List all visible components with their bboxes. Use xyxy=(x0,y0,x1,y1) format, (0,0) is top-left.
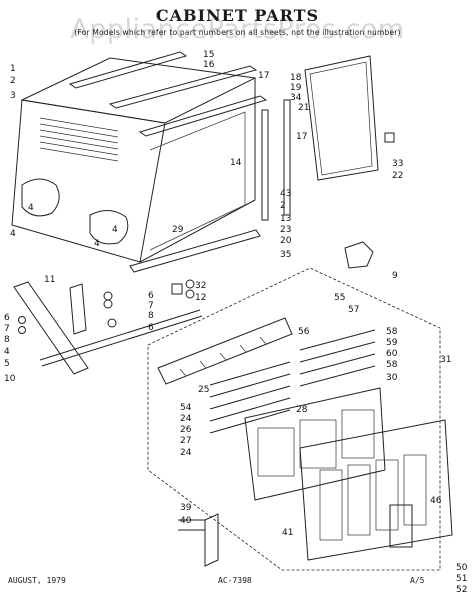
callout-label: 31 xyxy=(440,355,451,365)
callout-label: 17 xyxy=(296,132,307,142)
callout-label: 13 xyxy=(280,214,291,224)
callout-label: 14 xyxy=(230,158,242,168)
callout-label: 18 xyxy=(290,73,302,83)
footer-code: AC-7398 xyxy=(218,576,252,585)
callout-label: 20 xyxy=(280,236,292,246)
callout-label: 15 xyxy=(203,50,214,60)
callout-label: 30 xyxy=(386,373,398,383)
diagram-title: CABINET PARTS xyxy=(155,6,320,25)
bracket-part-39 xyxy=(204,513,219,567)
rear-panel xyxy=(304,55,379,181)
callout-label: 33 xyxy=(392,159,403,169)
callout-label: 19 xyxy=(290,83,302,93)
callout-label: 56 xyxy=(298,327,310,337)
callout-label: 6 xyxy=(4,313,10,323)
callout-label: 8 xyxy=(4,335,10,345)
callout-label: 2 xyxy=(10,76,16,86)
callout-label: 1 xyxy=(10,64,16,74)
callout-label: 6 xyxy=(148,323,154,333)
grille-group-outline xyxy=(147,267,441,571)
callout-label: 43 xyxy=(280,189,291,199)
callout-label: 4 xyxy=(10,229,16,239)
callout-label: 52 xyxy=(456,585,467,595)
callout-label: 24 xyxy=(180,414,192,424)
callout-label: 21 xyxy=(298,103,309,113)
callout-label: 2 xyxy=(280,201,286,211)
callout-label: 58 xyxy=(386,360,398,370)
callout-label: 4 xyxy=(94,239,100,249)
callout-label: 8 xyxy=(148,311,154,321)
callout-label: 46 xyxy=(430,496,442,506)
callout-label: 60 xyxy=(386,349,398,359)
callout-label: 4 xyxy=(4,347,10,357)
bracket-part-35 xyxy=(344,241,374,269)
footer-date: AUGUST, 1979 xyxy=(8,576,66,585)
diagram-subtitle: (For Models which refer to part numbers … xyxy=(74,28,401,37)
callout-label: 59 xyxy=(386,338,398,348)
callout-label: 7 xyxy=(148,301,154,311)
callout-label: 27 xyxy=(180,436,191,446)
callout-label: 7 xyxy=(4,324,10,334)
callout-label: 39 xyxy=(180,503,192,513)
footer-page: A/5 xyxy=(410,576,425,585)
clip-part-33 xyxy=(384,132,395,143)
callout-label: 28 xyxy=(296,405,308,415)
callout-label: 51 xyxy=(456,574,467,584)
control-panel-assembly xyxy=(157,317,376,434)
callout-label: 55 xyxy=(334,293,345,303)
callout-labels: 1 2 3 15 16 17 18 19 34 21 17 33 22 14 4… xyxy=(4,50,468,595)
callout-label: 25 xyxy=(198,385,209,395)
callout-label: 57 xyxy=(348,305,359,315)
callout-label: 50 xyxy=(456,563,468,573)
callout-label: 17 xyxy=(258,71,269,81)
callout-label: 26 xyxy=(180,425,192,435)
callout-label: 40 xyxy=(180,516,192,526)
callout-label: 11 xyxy=(44,275,55,285)
callout-label: 24 xyxy=(180,448,192,458)
callout-label: 29 xyxy=(172,225,184,235)
front-grille xyxy=(244,387,453,561)
callout-label: 22 xyxy=(392,171,403,181)
mounting-hardware xyxy=(13,279,203,375)
callout-label: 12 xyxy=(195,293,206,303)
callout-label: 58 xyxy=(386,327,398,337)
watermark: AppliancePartsPros.com xyxy=(70,14,405,45)
callout-label: 16 xyxy=(203,60,215,70)
callout-label: 54 xyxy=(180,403,192,413)
callout-label: 34 xyxy=(290,93,302,103)
cabinet-shell xyxy=(11,51,291,273)
callout-label: 41 xyxy=(282,528,293,538)
callout-label: 4 xyxy=(112,225,118,235)
callout-label: 3 xyxy=(10,91,16,101)
callout-label: 9 xyxy=(392,271,398,281)
callout-label: 4 xyxy=(28,203,34,213)
callout-label: 5 xyxy=(4,359,10,369)
callout-label: 6 xyxy=(148,291,154,301)
callout-label: 10 xyxy=(4,374,16,384)
callout-label: 23 xyxy=(280,225,291,235)
callout-label: 35 xyxy=(280,250,291,260)
callout-label: 32 xyxy=(195,281,206,291)
